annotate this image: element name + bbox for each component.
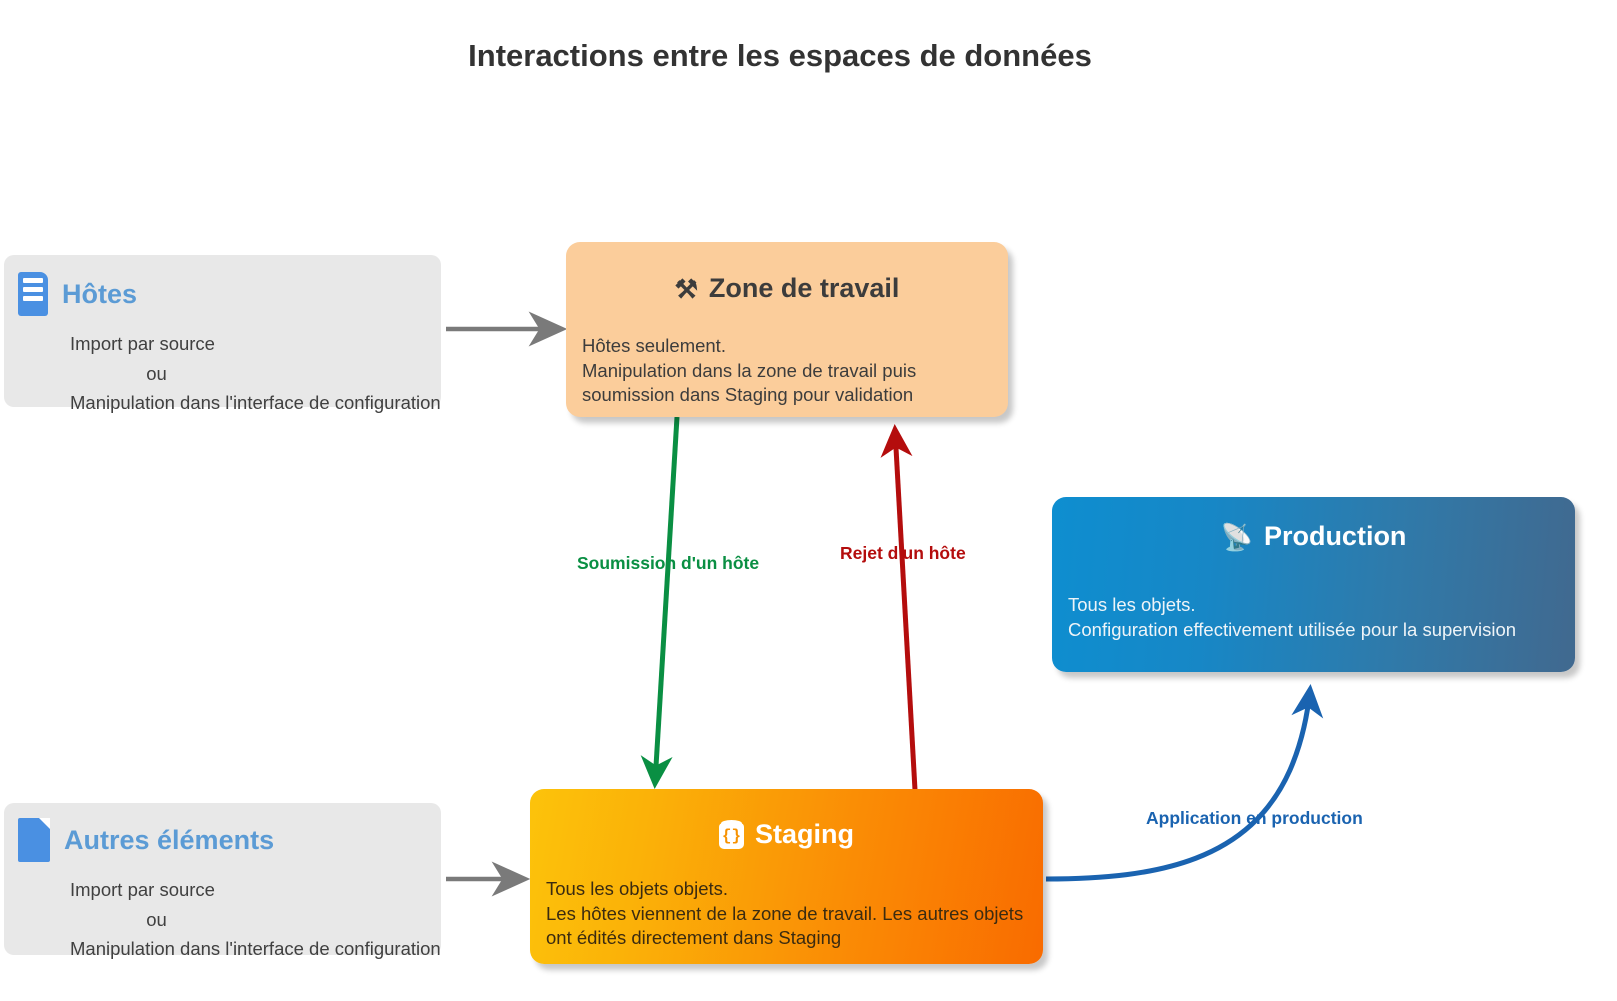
satellite-antenna-icon: 📡 (1220, 521, 1253, 552)
node-hosts-header: Hôtes (18, 272, 137, 316)
node-staging-body: Tous les objets objets. Les hôtes vienne… (546, 878, 1024, 949)
node-other-elements-header: Autres éléments (18, 818, 274, 862)
node-hosts[interactable]: Hôtes Import par source ou Manipulation … (4, 255, 441, 413)
hammer-and-wrench-icon: ⚒ (674, 273, 698, 304)
edge-label-soumission: Soumission d'un hôte (577, 553, 760, 573)
node-other-elements-title: Autres éléments (64, 824, 275, 855)
node-workspace-title: Zone de travail (708, 273, 900, 303)
page-title: Interactions entre les espaces de donnée… (468, 38, 1092, 73)
node-workspace-body: Hôtes seulement. Manipulation dans la zo… (582, 335, 917, 406)
node-hosts-line-1: Import par source (70, 333, 215, 354)
node-other-elements-line-2: ou (146, 909, 167, 930)
document-icon (18, 818, 50, 862)
database-icon: {} (719, 820, 744, 849)
node-production[interactable]: 📡 Production Tous les objets. Configurat… (1052, 497, 1575, 672)
edge-staging-to-workspace (880, 424, 918, 791)
edge-label-rejet: Rejet d'un hôte (840, 543, 966, 563)
node-other-elements[interactable]: Autres éléments Import par source ou Man… (4, 803, 441, 959)
node-staging-title: Staging (755, 819, 854, 849)
node-staging-header: {} Staging (530, 820, 1043, 849)
edge-staging-to-production (1045, 684, 1324, 882)
node-other-elements-line-1: Import par source (70, 879, 215, 900)
edge-label-application-production: Application en production (1146, 808, 1363, 828)
node-production-title: Production (1263, 521, 1407, 551)
node-hosts-title: Hôtes (62, 278, 138, 309)
node-staging[interactable]: {} Staging Tous les objets objets. Les h… (530, 789, 1043, 964)
node-production-body: Tous les objets. Configuration effective… (1068, 594, 1517, 640)
server-rack-icon (18, 272, 48, 316)
node-workspace[interactable]: ⚒ Zone de travail Hôtes seulement. Manip… (566, 242, 1008, 417)
node-other-elements-line-3: Manipulation dans l'interface de configu… (70, 938, 441, 959)
node-workspace-header: ⚒ Zone de travail (566, 275, 1008, 302)
node-production-header: 📡 Production (1052, 523, 1575, 550)
node-hosts-line-2: ou (146, 363, 167, 384)
node-hosts-line-3: Manipulation dans l'interface de configu… (70, 392, 441, 413)
edge-workspace-to-staging (640, 416, 680, 789)
